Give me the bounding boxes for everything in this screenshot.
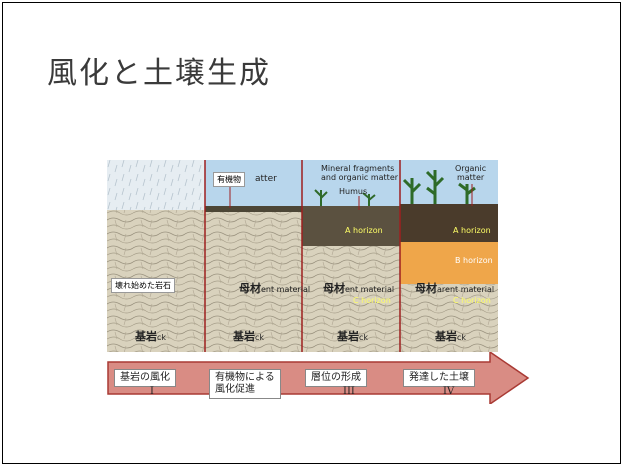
bedrock-label-1: 基岩ck <box>135 328 166 344</box>
stage-arrow: 基岩の風化 I 有機物による 風化促進 層位の形成 III 発達した土壌 IV <box>106 350 530 406</box>
stage-3-label: 層位の形成 <box>305 369 367 387</box>
stage-1-roman: I <box>150 386 154 397</box>
parent-material-label-2: 母材ent material <box>239 280 310 296</box>
bedrock-en-1: ck <box>157 333 167 342</box>
parent-en-2: ent material <box>261 285 311 294</box>
slide-frame <box>2 2 621 464</box>
stage-1-label: 基岩の風化 <box>114 369 176 387</box>
parent-en-4: arent material <box>437 285 495 294</box>
organic-line-1: Organic <box>455 164 487 173</box>
parent-material-label-3: 母材ent material <box>323 280 394 296</box>
stage-2-label: 有機物による 風化促進 <box>209 369 281 399</box>
a-horizon-label-4: A horizon <box>453 226 491 235</box>
c-horizon-label-3: C horizon <box>353 296 391 305</box>
parent-en-3: ent material <box>345 285 395 294</box>
a-horizon-label-3: A horizon <box>345 226 383 235</box>
mineral-line-2: and organic matter <box>321 173 399 182</box>
bedrock-ja-2: 基岩 <box>233 330 255 343</box>
stage-4-roman: IV <box>443 386 455 397</box>
b-horizon-label: B horizon <box>455 256 493 265</box>
parent-material-label-4: 母材arent material <box>415 280 494 296</box>
bedrock-label-3: 基岩ck <box>337 328 368 344</box>
parent-ja-2: 母材 <box>239 282 261 295</box>
slide-title: 風化と土壌生成 <box>47 56 271 91</box>
organic-line-2: matter <box>456 173 485 182</box>
bedrock-label-4: 基岩ck <box>435 328 466 344</box>
stage-4-label: 発達した土壌 <box>403 369 475 387</box>
soil-formation-figure: 壊れ始めた岩石 基岩ck 有機物 atter 母材ent material 基岩… <box>107 160 498 352</box>
parent-ja-4: 母材 <box>415 282 437 295</box>
weathering-rock-label: 壊れ始めた岩石 <box>111 278 175 293</box>
parent-ja-3: 母材 <box>323 282 345 295</box>
mineral-line-1: Mineral fragments <box>321 164 395 173</box>
organic-matter-en: atter <box>255 174 277 184</box>
bedrock-label-2: 基岩ck <box>233 328 264 344</box>
bedrock-ja-4: 基岩 <box>435 330 457 343</box>
soil-illustration <box>107 160 498 352</box>
humus-label: Humus <box>339 187 368 196</box>
bedrock-en-2: ck <box>255 333 265 342</box>
bedrock-en-4: ck <box>457 333 467 342</box>
c-horizon-label-4: C horizon <box>453 296 491 305</box>
bedrock-en-3: ck <box>359 333 369 342</box>
stage-3-roman: III <box>343 386 355 397</box>
bedrock-ja-1: 基岩 <box>135 330 157 343</box>
organic-matter-label: 有機物 <box>213 172 245 187</box>
bedrock-ja-3: 基岩 <box>337 330 359 343</box>
